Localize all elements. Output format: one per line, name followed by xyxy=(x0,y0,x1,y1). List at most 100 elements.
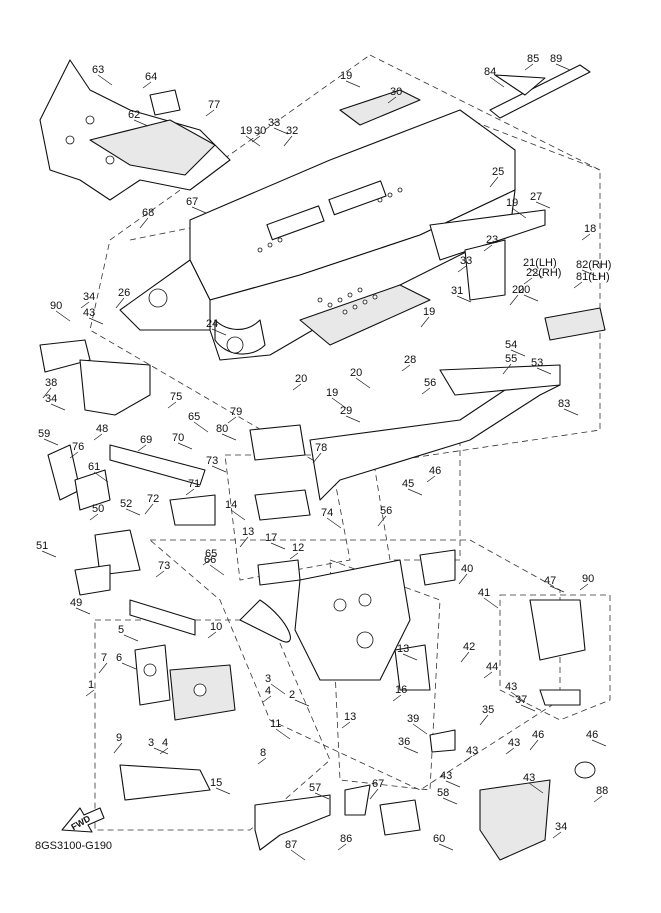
callout-label: 68 xyxy=(142,207,154,219)
lower-left-mounts xyxy=(119,599,236,801)
callout-label: 66 xyxy=(204,554,216,566)
callout-label: 81(LH) xyxy=(576,271,610,283)
leader-line xyxy=(251,135,261,143)
callout-label: 84 xyxy=(484,66,496,78)
leader-lines xyxy=(41,63,607,861)
leader-line xyxy=(511,207,527,219)
callout-label: 42 xyxy=(463,641,475,653)
leader-line xyxy=(43,438,59,446)
leader-line xyxy=(215,787,231,795)
leader-line xyxy=(41,550,57,558)
diagram-code: 8GS3100-G190 xyxy=(35,840,112,852)
leader-line xyxy=(456,295,472,303)
callout-label: 47 xyxy=(544,575,556,587)
leader-line xyxy=(133,119,149,127)
leader-line xyxy=(283,135,293,147)
callout-label: 41 xyxy=(478,587,490,599)
fwd-arrow: FWD xyxy=(61,807,105,833)
callout-label: 13 xyxy=(344,711,356,723)
leader-line xyxy=(113,742,123,754)
leader-line xyxy=(337,843,347,851)
leader-line xyxy=(489,76,505,88)
leader-line xyxy=(483,244,493,252)
callout-label: 51 xyxy=(36,540,48,552)
leader-line xyxy=(579,583,589,591)
callout-label: 43 xyxy=(523,772,535,784)
leader-line xyxy=(345,80,361,88)
leader-line xyxy=(479,714,489,726)
leader-line xyxy=(387,96,397,104)
leader-line xyxy=(205,109,215,117)
callout-label: 20 xyxy=(518,284,530,296)
leader-line xyxy=(80,301,90,309)
front-bulkhead-assembly xyxy=(39,59,231,201)
callout-label: 12 xyxy=(292,542,304,554)
leader-line xyxy=(549,585,565,593)
callout-label: 3 xyxy=(148,737,154,749)
leader-line xyxy=(510,691,526,703)
leader-line xyxy=(401,364,411,372)
center-mounts xyxy=(239,424,456,691)
callout-label: 11 xyxy=(270,718,281,730)
leader-line xyxy=(50,403,66,411)
callout-label: 4 xyxy=(265,685,271,697)
leader-line xyxy=(483,671,493,679)
leader-line xyxy=(438,843,454,851)
callout-label: 30 xyxy=(254,125,266,137)
leader-line xyxy=(407,488,423,496)
callout-label: 20 xyxy=(295,373,307,385)
callout-label: 56 xyxy=(424,377,436,389)
leader-line xyxy=(341,721,351,729)
leader-line xyxy=(85,689,95,697)
callout-label: 82(RH) xyxy=(576,259,611,271)
callout-label: 83 xyxy=(558,398,570,410)
callout-label: 85 xyxy=(527,53,539,65)
leader-line xyxy=(115,297,125,309)
callout-label: 49 xyxy=(70,597,82,609)
callout-label: 46 xyxy=(532,729,544,741)
callout-label: 34 xyxy=(555,821,567,833)
leader-line xyxy=(392,694,402,702)
leader-line xyxy=(573,281,583,289)
leader-line xyxy=(536,367,552,375)
leader-line xyxy=(591,739,607,747)
leader-line xyxy=(270,542,286,550)
leader-line xyxy=(191,206,207,214)
leader-line xyxy=(529,739,539,751)
callout-label: 39 xyxy=(407,713,419,725)
leader-line xyxy=(227,416,237,424)
leader-line xyxy=(563,408,579,416)
callout-label: 73 xyxy=(206,455,218,467)
leader-line xyxy=(239,536,249,548)
leader-line xyxy=(377,515,387,527)
leader-line xyxy=(139,217,149,229)
leader-line xyxy=(412,723,428,735)
callout-label: 20 xyxy=(512,284,524,296)
callout-label: 1 xyxy=(88,679,94,691)
callout-label: 67 xyxy=(372,778,384,790)
leader-line xyxy=(89,513,99,521)
leader-line xyxy=(290,849,306,861)
callout-label: 45 xyxy=(402,478,414,490)
leader-line xyxy=(523,277,533,285)
callout-label: 34 xyxy=(83,291,95,303)
callout-label: 87 xyxy=(285,839,297,851)
callout-label: 76 xyxy=(72,441,84,453)
callout-label: 19 xyxy=(506,197,518,209)
leader-line xyxy=(520,704,536,712)
callout-label: 16 xyxy=(395,684,407,696)
callout-label: 62 xyxy=(128,109,140,121)
callout-label: 7 xyxy=(101,652,107,664)
callout-label: 38 xyxy=(45,377,57,389)
leader-line xyxy=(193,421,209,433)
callout-label: 77 xyxy=(208,99,220,111)
callout-label: 36 xyxy=(398,736,410,748)
leader-line xyxy=(257,757,267,765)
right-lower-parts xyxy=(254,599,596,861)
callout-label: 27 xyxy=(530,191,542,203)
leader-line xyxy=(292,383,302,391)
callout-label: 58 xyxy=(437,787,449,799)
callout-label: 17 xyxy=(265,532,277,544)
callout-label: 37 xyxy=(515,694,527,706)
leader-line xyxy=(555,63,571,71)
